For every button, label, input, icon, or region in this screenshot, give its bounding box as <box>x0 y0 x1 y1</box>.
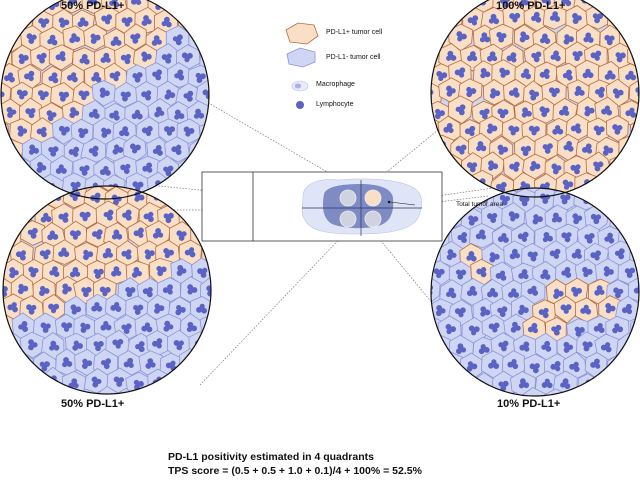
total-tumor-area-label: Total tumor area <box>456 201 503 208</box>
slide-quadrant-tr <box>365 190 381 206</box>
cell-nucleus <box>414 265 428 279</box>
cell-nucleus <box>26 180 40 195</box>
cell-nucleus <box>14 210 29 224</box>
cell-nucleus <box>182 163 196 178</box>
legend-label-positive: PD-L1+ tumor cell <box>326 29 382 36</box>
tumor-cell-negative <box>211 297 234 324</box>
tumor-cell-positive <box>0 139 24 165</box>
tumor-cell-negative-icon <box>287 48 315 67</box>
quadrant-label-bottom-right: 10% PD-L1+ <box>497 398 560 410</box>
cell-nucleus <box>5 232 16 242</box>
cell-nucleus <box>421 320 434 334</box>
tumor-cell-negative <box>209 62 232 90</box>
cell-nucleus <box>600 0 614 9</box>
caption-line-1: PD-L1 positivity estimated in 4 quadrant… <box>168 451 374 463</box>
cell-nucleus <box>0 125 5 138</box>
cell-nucleus <box>443 212 455 223</box>
tumor-cell-negative <box>179 349 203 376</box>
tumor-cell-negative <box>62 371 85 397</box>
cell-nucleus <box>634 322 640 337</box>
cell-nucleus <box>614 212 628 226</box>
tumor-cell-negative <box>410 259 433 285</box>
tumor-area-inner <box>323 184 393 228</box>
cell-nucleus <box>454 378 465 388</box>
tumor-cell-negative <box>200 122 222 147</box>
quadrant-circle-top-right <box>408 0 640 218</box>
tumor-cell-negative <box>447 370 472 395</box>
cell-nucleus <box>206 128 216 139</box>
tumor-cell-positive <box>609 155 633 180</box>
quadrant-label-top-right: 100% PD-L1+ <box>496 0 565 12</box>
legend-icons <box>286 23 318 109</box>
microscope-slide <box>202 172 442 241</box>
cell-nucleus <box>573 396 584 406</box>
cell-nucleus <box>613 12 626 26</box>
tumor-cell-positive <box>449 0 472 14</box>
cell-nucleus <box>173 190 187 205</box>
cell-nucleus <box>214 68 227 82</box>
tumor-cell-negative <box>407 298 430 324</box>
quadrant-circle-bottom-left <box>0 166 234 415</box>
slide-quadrant-tl <box>340 190 356 206</box>
cell-nucleus <box>412 106 426 119</box>
cell-nucleus <box>600 177 615 191</box>
cell-nucleus <box>636 249 640 260</box>
quadrant-label-bottom-left: 50% PD-L1+ <box>61 398 124 410</box>
legend-label-negative: PD-L1- tumor cell <box>326 54 380 61</box>
cell-nucleus <box>614 160 628 174</box>
cell-nucleus <box>206 55 217 65</box>
quadrant-label-top-left: 50% PD-L1+ <box>61 0 124 12</box>
cell-nucleus <box>453 0 467 9</box>
tumor-cell-negative <box>22 175 45 200</box>
slide-quadrant-br <box>365 211 381 227</box>
legend-label-lymphocyte: Lymphocyte <box>316 101 353 108</box>
cell-nucleus <box>171 0 185 10</box>
tumor-cell-negative <box>200 314 223 339</box>
cell-nucleus <box>444 161 457 173</box>
cell-nucleus <box>216 303 230 317</box>
cell-nucleus <box>4 34 15 46</box>
tumor-cell-negative <box>579 374 601 400</box>
cell-nucleus <box>14 164 26 175</box>
tumor-cell-positive <box>408 100 431 127</box>
cell-nucleus <box>207 321 218 333</box>
tumor-cell-negative <box>596 186 617 213</box>
tumor-cell-positive-icon <box>286 23 318 44</box>
cell-nucleus <box>216 264 226 276</box>
tumor-cell-negative <box>441 352 463 379</box>
slide-quadrant-bl <box>340 211 356 227</box>
cell-nucleus <box>16 360 28 370</box>
cell-nucleus <box>206 247 219 260</box>
cell-nucleus <box>614 360 627 374</box>
cell-nucleus <box>600 192 614 207</box>
cell-nucleus <box>412 305 426 318</box>
cell-nucleus <box>426 126 437 136</box>
legend-label-macrophage: Macrophage <box>316 81 355 88</box>
cell-nucleus <box>183 13 196 27</box>
tumor-cell-negative <box>209 255 233 283</box>
caption-line-2: TPS score = (0.5 + 0.5 + 1.0 + 0.1)/4 + … <box>168 465 422 477</box>
tumor-cell-negative <box>568 389 591 415</box>
lymphocyte-icon <box>296 101 304 109</box>
cell-nucleus <box>445 15 457 26</box>
cell-nucleus <box>456 177 470 192</box>
macrophage-icon <box>292 81 308 91</box>
tumor-cell-negative <box>9 354 33 378</box>
cell-nucleus <box>636 125 640 137</box>
tumor-cell-positive <box>575 173 599 199</box>
